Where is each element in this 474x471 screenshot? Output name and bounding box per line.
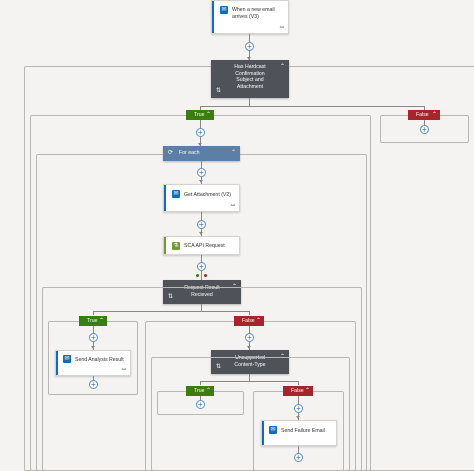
add-action-button[interactable]: +	[196, 400, 205, 409]
false-label-text: False	[242, 318, 255, 324]
chevron-up-icon[interactable]: ⌃	[205, 112, 211, 118]
insert-step-button[interactable]: +	[197, 168, 206, 177]
false-label-text: False	[416, 112, 429, 118]
condition-icon: ⇅	[168, 293, 174, 300]
send-analysis-label: Send Analysis Result	[75, 357, 124, 363]
card-accent-bar	[56, 351, 58, 375]
insert-step-button[interactable]: +	[294, 404, 303, 413]
outlook-icon: ✉	[269, 426, 277, 434]
card-accent-bar	[164, 237, 166, 254]
chevron-up-icon[interactable]: ⌃	[431, 112, 437, 118]
link-icon: ⚯	[230, 203, 235, 209]
card-accent-bar	[262, 421, 264, 445]
chevron-up-icon[interactable]: ⌃	[98, 318, 104, 324]
trigger-label-line1: When a new email	[232, 7, 275, 13]
outlook-icon: ✉	[63, 355, 71, 363]
false-label-text: False	[291, 388, 304, 394]
true-label-text: True	[194, 388, 205, 394]
http-icon: ⚗	[172, 242, 180, 250]
outlook-icon: ✉	[172, 190, 180, 198]
condition3-true-label[interactable]: True ⌃	[186, 386, 214, 396]
condition1-line4: Attachment	[236, 83, 264, 90]
add-action-button[interactable]: +	[89, 380, 98, 389]
condition3-line2: Content-Type	[234, 361, 266, 368]
run-after-failure-dot	[204, 274, 207, 277]
chevron-up-icon[interactable]: ⌃	[255, 318, 261, 324]
run-after-success-dot	[196, 274, 199, 277]
add-action-button[interactable]: +	[294, 453, 303, 462]
chevron-up-icon[interactable]: ⌃	[230, 150, 236, 156]
link-icon: ⚯	[279, 25, 284, 31]
link-icon: ⚯	[121, 367, 126, 373]
send-analysis-card[interactable]: ✉ Send Analysis Result ⚯	[55, 350, 131, 376]
condition2-false-label[interactable]: False ⌃	[234, 316, 264, 326]
true-label-text: True	[194, 112, 205, 118]
loop-icon: ⟳	[168, 150, 174, 156]
chevron-up-icon[interactable]: ⌃	[205, 388, 211, 394]
foreach-header[interactable]: ⟳ For each ⌃	[163, 146, 240, 161]
get-attachment-card[interactable]: ✉ Get Attachment (V2) ⚯	[163, 184, 240, 212]
outlook-icon: ✉	[220, 6, 228, 14]
insert-step-button[interactable]: +	[245, 42, 254, 51]
chevron-up-icon[interactable]: ⌃	[279, 64, 285, 70]
add-action-button[interactable]: +	[420, 125, 429, 134]
insert-step-button[interactable]: +	[89, 333, 98, 342]
card-accent-bar	[164, 185, 166, 211]
send-failure-label: Send Failure Email	[281, 428, 325, 434]
sca-api-card[interactable]: ⚗ SCA API Request	[163, 236, 240, 255]
condition-icon: ⇅	[216, 87, 222, 94]
condition1-false-label[interactable]: False ⌃	[408, 110, 440, 120]
insert-step-button[interactable]: +	[197, 262, 206, 271]
trigger-label-line2: arrives (V3)	[232, 14, 259, 20]
insert-step-button[interactable]: +	[245, 333, 254, 342]
get-attachment-label: Get Attachment (V2)	[184, 192, 231, 198]
insert-step-button[interactable]: +	[196, 128, 205, 137]
condition3-line1: Unsupported	[235, 355, 265, 361]
condition1-line2: Confirmation	[235, 70, 265, 77]
sca-api-label: SCA API Request	[184, 243, 225, 249]
condition3-false-label[interactable]: False ⌃	[283, 386, 313, 396]
condition2-line1: Request Result	[184, 285, 220, 291]
condition1-true-label[interactable]: True ⌃	[186, 110, 214, 120]
insert-step-button[interactable]: +	[197, 220, 206, 229]
chevron-up-icon[interactable]: ⌃	[304, 388, 310, 394]
condition2-line2: Recieved	[191, 291, 213, 298]
condition1-header[interactable]: Has Hardcast Confirmation Subject and At…	[211, 60, 289, 98]
condition1-line3: Subject and	[236, 77, 264, 83]
condition1-line1: Has Hardcast	[234, 64, 266, 70]
trigger-card[interactable]: ✉ When a new email arrives (V3) ⚯	[211, 0, 289, 34]
condition-icon: ⇅	[216, 363, 222, 370]
condition2-true-label[interactable]: True ⌃	[79, 316, 107, 326]
true-label-text: True	[87, 318, 98, 324]
send-failure-card[interactable]: ✉ Send Failure Email	[261, 420, 337, 446]
foreach-label: For each	[179, 150, 200, 156]
card-accent-bar	[212, 1, 214, 33]
